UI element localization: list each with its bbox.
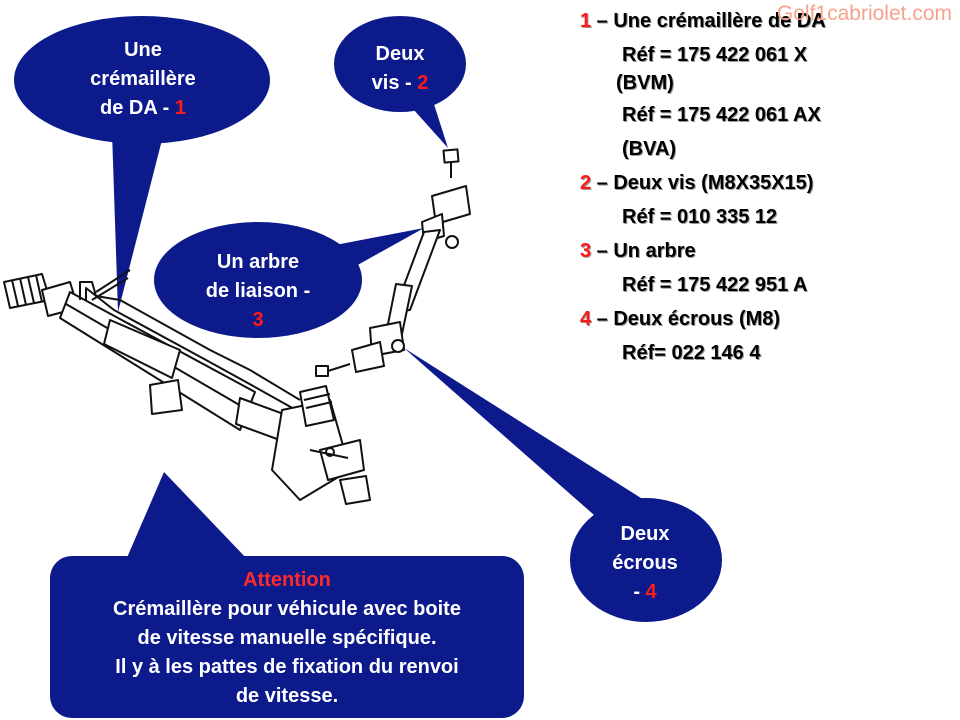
callout-shaft-line2: de liaison - (205, 280, 311, 302)
parts-item-3: 3 – Un arbre (580, 234, 960, 268)
parts-item-number: 4 (580, 308, 592, 330)
attention-line: de vitesse manuelle spécifique. (137, 627, 437, 649)
callout-nuts-line1: Deux (620, 523, 670, 545)
callout-screws-tail (405, 98, 448, 148)
callout-rack-text: de DA - (100, 97, 175, 119)
callout-nuts-tail (404, 348, 644, 522)
callout-nuts-bubble (570, 498, 722, 622)
parts-item-text: – Deux vis (M8X35X15) (591, 172, 814, 194)
parts-list: 1 – Une crémaillère de DA Réf = 175 422 … (580, 4, 960, 370)
parts-item-1: 1 – Une crémaillère de DA (580, 4, 960, 38)
attention-title: Attention (243, 569, 331, 591)
callout-rack-number: 1 (174, 97, 186, 119)
callout-rack-tail (112, 132, 164, 312)
callout-shaft-label: Un arbre de liaison - 3 (186, 248, 330, 335)
parts-item-text: – Deux écrous (M8) (591, 308, 781, 330)
callout-rack-label: Une crémaillère de DA - 1 (70, 36, 216, 123)
callout-screws-number: 2 (417, 72, 429, 94)
callout-screws-label: Deux vis - 2 (350, 40, 450, 98)
parts-ref-line: Réf= 022 146 4 (622, 342, 761, 364)
parts-item-text: – Une crémaillère de DA (591, 10, 826, 32)
parts-ref-line: Réf = 175 422 061 AX (622, 104, 821, 126)
attention-note: Attention Crémaillère pour véhicule avec… (50, 566, 524, 711)
parts-item-2: 2 – Deux vis (M8X35X15) (580, 166, 960, 200)
attention-tail (126, 472, 248, 560)
parts-ref-line: Réf = 010 335 12 (622, 206, 778, 228)
parts-item-4: 4 – Deux écrous (M8) (580, 302, 960, 336)
callout-rack-line3: de DA - 1 (70, 94, 216, 123)
parts-item-number: 1 (580, 10, 592, 32)
callout-rack-line2: crémaillère (90, 68, 196, 90)
steering-rack-drawing (3, 269, 371, 505)
callout-screws-bubble (334, 16, 466, 112)
attention-box (50, 556, 524, 718)
attention-line: Il y à les pattes de fixation du renvoi (115, 656, 459, 678)
callout-shaft-tail (330, 228, 424, 272)
parts-item-number: 2 (580, 172, 592, 194)
attention-line: de vitesse. (235, 685, 339, 707)
parts-ref-line: (BVM) (616, 72, 674, 94)
attention-line: Crémaillère pour véhicule avec boite (113, 598, 461, 620)
callout-shaft-number: 3 (252, 309, 264, 331)
callout-nuts-line2: écrous (612, 552, 678, 574)
callout-screws-line1: Deux (375, 43, 425, 65)
callout-shapes (14, 16, 722, 718)
callout-nuts-number: 4 (645, 581, 657, 603)
watermark: Golf1cabriolet.com (776, 2, 952, 25)
callout-rack-bubble (14, 16, 270, 144)
callout-screws-line2: vis - 2 (350, 69, 450, 98)
parts-item-text: – Un arbre (591, 240, 696, 262)
parts-ref-line: Réf = 175 422 061 X (622, 44, 808, 66)
callout-nuts-label: Deux écrous - 4 (590, 520, 700, 607)
callout-rack-line1: Une (124, 39, 162, 61)
callout-screws-text: vis - (371, 72, 418, 94)
parts-ref-line: (BVA) (622, 138, 677, 160)
parts-ref-line: Réf = 175 422 951 A (622, 274, 808, 296)
intermediate-shaft-drawing (315, 148, 471, 377)
parts-item-number: 3 (580, 240, 592, 262)
callout-nuts-text: - (633, 581, 646, 603)
callout-nuts-line3: - 4 (590, 578, 700, 607)
callout-shaft-line1: Un arbre (216, 251, 300, 273)
callout-shaft-bubble (154, 222, 362, 338)
